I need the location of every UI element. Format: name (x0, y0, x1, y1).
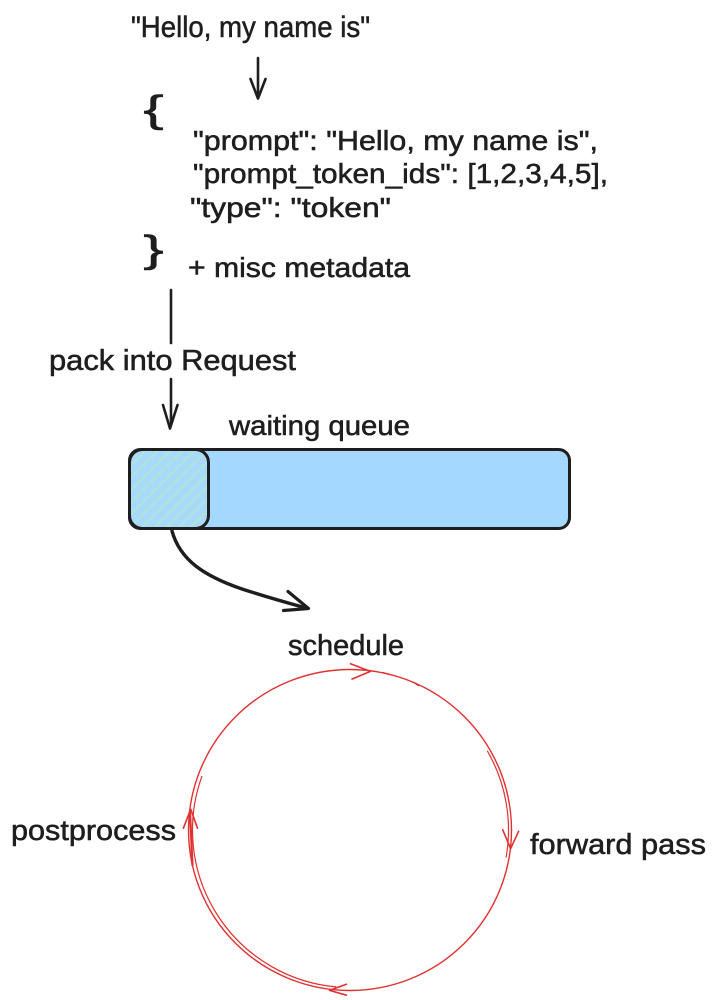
svg-text:+ misc metadata: + misc metadata (188, 252, 410, 283)
svg-text:pack into Request: pack into Request (49, 345, 296, 377)
svg-text:}: } (143, 228, 163, 271)
svg-text:"prompt": "Hello, my name is",: "prompt": "Hello, my name is", (193, 125, 598, 156)
svg-text:{: { (143, 88, 163, 131)
svg-text:"type": "token": "type": "token" (190, 192, 391, 223)
svg-text:"prompt_token_ids": [1,2,3,4,5: "prompt_token_ids": [1,2,3,4,5], (193, 158, 608, 189)
svg-text:postprocess: postprocess (11, 815, 176, 847)
svg-text:schedule: schedule (288, 630, 404, 662)
svg-text:waiting queue: waiting queue (228, 410, 410, 441)
svg-text:forward pass: forward pass (530, 829, 706, 861)
svg-text:"Hello, my name is": "Hello, my name is" (131, 11, 370, 44)
